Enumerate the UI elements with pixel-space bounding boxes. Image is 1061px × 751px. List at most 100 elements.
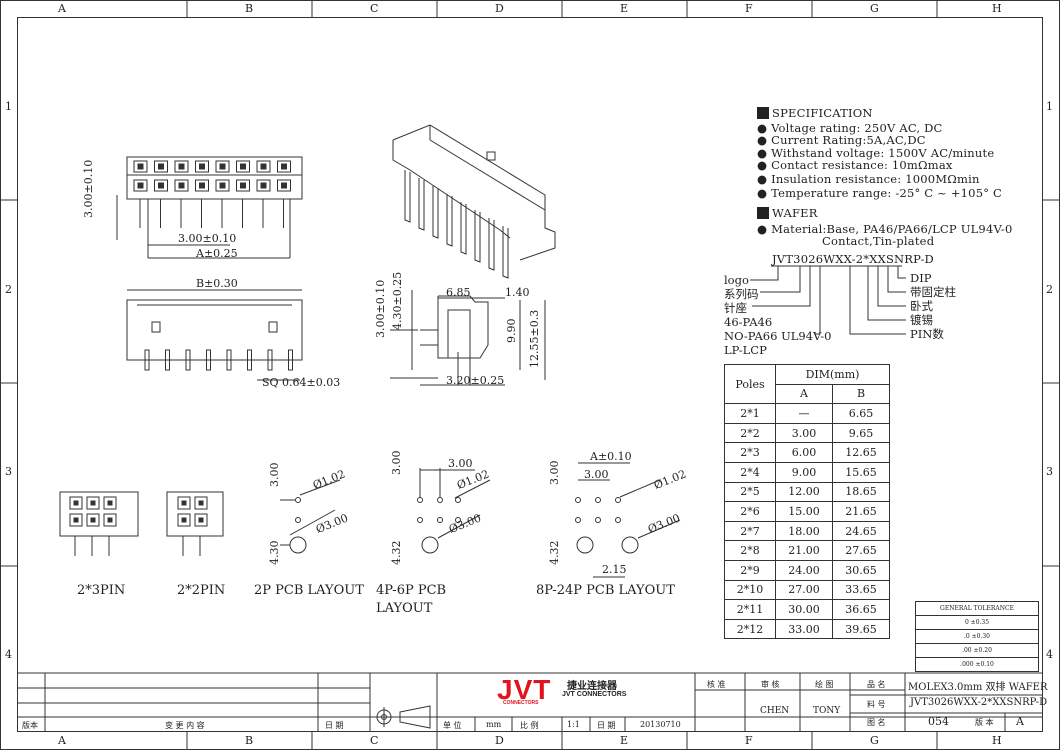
draw-label: 绘 图 bbox=[815, 680, 834, 689]
pin-leg bbox=[446, 194, 453, 247]
col-label-top: E bbox=[620, 2, 629, 15]
dim-table-cell-p: 2*9 bbox=[724, 559, 776, 581]
dim-table-cell-p: 2*3 bbox=[724, 442, 776, 463]
tolerance-row: 0 ±0.35 bbox=[915, 615, 1039, 630]
cavity-square bbox=[174, 160, 189, 173]
name-label: 品 名 bbox=[867, 680, 886, 689]
dim-table-cell-a: 21.00 bbox=[775, 540, 833, 561]
pin-leg bbox=[488, 218, 495, 271]
pcb8-h300: 3.00 bbox=[584, 468, 609, 481]
cavity-square bbox=[154, 160, 168, 173]
pin-square bbox=[260, 163, 267, 170]
pin-leg bbox=[404, 170, 411, 223]
title-block-lines bbox=[17, 672, 1042, 731]
row-label-right: 4 bbox=[1046, 648, 1053, 661]
pin-square bbox=[260, 182, 267, 189]
bullet-icon: ● bbox=[757, 171, 768, 186]
spec-item: ● Temperature range: -25° C ~ +105° C bbox=[757, 185, 1003, 200]
dim-table-cell-p: 2*7 bbox=[724, 520, 776, 542]
code-label: PIN数 bbox=[910, 327, 944, 341]
top-view-drawing bbox=[126, 289, 303, 381]
label-2p-layout: 2P PCB LAYOUT bbox=[254, 583, 364, 598]
pin-leg bbox=[185, 349, 191, 371]
pin-square bbox=[281, 182, 287, 189]
cavity-square bbox=[236, 179, 250, 192]
cavity-square bbox=[174, 179, 189, 192]
pin-leg bbox=[460, 202, 467, 255]
pin-square bbox=[137, 182, 144, 189]
dim-table-cell-a: — bbox=[775, 403, 833, 424]
drawer-name: TONY bbox=[813, 706, 841, 716]
pcb2-v300: 3.00 bbox=[268, 462, 281, 488]
date2-label: 日 期 bbox=[597, 721, 616, 730]
company-en: JVT CONNECTORS bbox=[562, 691, 627, 698]
cavity-square bbox=[236, 160, 250, 173]
label-8p24p-layout: 8P-24P PCB LAYOUT bbox=[536, 583, 675, 598]
pcb8-v300: 3.00 bbox=[548, 460, 561, 486]
code-label: 46-PA46 bbox=[724, 315, 773, 329]
row-label-left: 2 bbox=[5, 283, 12, 296]
tolerance-row: .000 ±0.10 bbox=[915, 657, 1039, 672]
dim-table-cell-b: 36.65 bbox=[832, 599, 890, 620]
col-label-bottom: D bbox=[495, 734, 504, 747]
code-label: NO-PA66 UL94V-0 bbox=[724, 329, 832, 343]
pin-square bbox=[178, 182, 185, 189]
part-label: 料 号 bbox=[867, 700, 886, 709]
dim-table-cell-a: 15.00 bbox=[775, 501, 833, 522]
company-logo: JVT CONNECTORS bbox=[497, 674, 557, 714]
row-label-right: 3 bbox=[1046, 465, 1053, 478]
cavity-square bbox=[195, 179, 209, 192]
logo-sub: CONNECTORS bbox=[503, 700, 539, 706]
dim-b: B±0.30 bbox=[196, 277, 238, 290]
side-view-drawing bbox=[390, 290, 546, 386]
dim-h3: 9.90 bbox=[505, 318, 518, 344]
checker-name: CHEN bbox=[760, 706, 790, 716]
check-label: 审 核 bbox=[761, 680, 780, 689]
col-label-bottom: H bbox=[992, 734, 1002, 747]
pin-square bbox=[158, 182, 164, 189]
cavity-square bbox=[256, 160, 271, 173]
pcb8-h215: 2.15 bbox=[602, 563, 627, 576]
pin-square bbox=[90, 500, 96, 506]
dim-table-cell-p: 2*8 bbox=[724, 540, 776, 561]
dim-pitch-vertical: 3.00±0.10 bbox=[82, 159, 95, 218]
part-code-right-labels: DIP 带固定柱 卧式 镀锡 PIN数 bbox=[910, 271, 956, 341]
dim-table-cell-a: 27.00 bbox=[775, 579, 833, 601]
dim-table-cell-p: 2*6 bbox=[724, 501, 776, 522]
pin-square bbox=[73, 517, 79, 523]
pin-square bbox=[107, 500, 113, 506]
dim-sq: SQ 0.64±0.03 bbox=[262, 376, 341, 389]
label-4p6p-layout-2: LAYOUT bbox=[376, 601, 433, 616]
cavity-square bbox=[103, 513, 117, 527]
code-label: DIP bbox=[910, 271, 932, 285]
drawing-value: 054 bbox=[928, 715, 949, 728]
dim-table-cell-b: 30.65 bbox=[832, 559, 890, 581]
front-view-drawing bbox=[116, 156, 303, 259]
pin-square bbox=[198, 517, 204, 523]
logo-text: JVT bbox=[497, 674, 552, 705]
pin-square bbox=[181, 517, 187, 523]
pin-leg bbox=[502, 226, 509, 279]
code-label: logo bbox=[724, 273, 749, 287]
spec-item: ● Contact resistance: 10mΩmax bbox=[757, 157, 953, 172]
dim-w1: 6.85 bbox=[446, 286, 471, 299]
dim-table-cell-a: 9.00 bbox=[775, 461, 833, 483]
spec-markers bbox=[757, 107, 769, 219]
col-label-top: H bbox=[992, 2, 1002, 15]
cavity-square bbox=[133, 179, 148, 192]
part-value: JVT3026WXX-2*XXSNRP-D bbox=[910, 697, 1048, 708]
row-label-left: 3 bbox=[5, 465, 12, 478]
dim-table-cell-b: 24.65 bbox=[832, 520, 890, 542]
dim-table-cell-b: 12.65 bbox=[832, 442, 890, 463]
col-label-bottom: C bbox=[370, 734, 379, 747]
dim-w2: 1.40 bbox=[505, 286, 530, 299]
pin-leg bbox=[474, 210, 481, 263]
pin-square bbox=[107, 517, 113, 523]
pin-leg bbox=[247, 349, 252, 371]
cavity-square bbox=[69, 496, 83, 510]
